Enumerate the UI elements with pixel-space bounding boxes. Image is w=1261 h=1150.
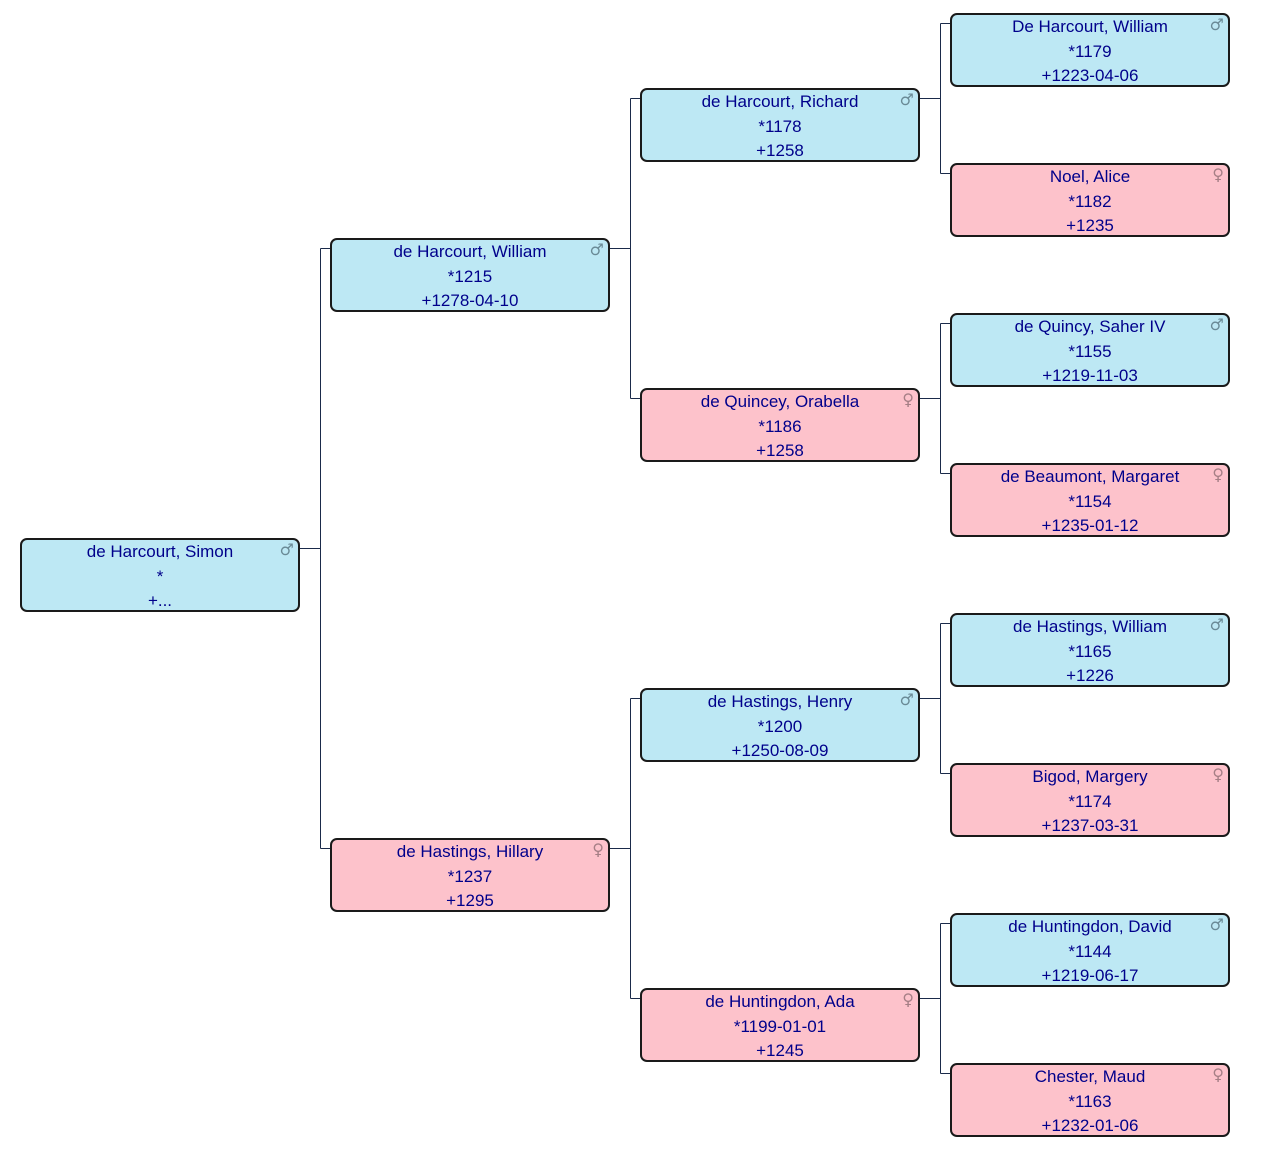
female-symbol-icon: ♀ [1212, 1065, 1224, 1084]
person-box-p5[interactable]: de Hastings, Henry *1200 +1250-08-09 ♂ [640, 688, 920, 762]
female-symbol-icon: ♀ [1212, 465, 1224, 484]
person-name: De Harcourt, William [1012, 17, 1168, 36]
person-death: +1232-01-06 [1041, 1116, 1139, 1135]
person-name: de Beaumont, Margaret [1000, 467, 1180, 486]
person-death: +1226 [1066, 666, 1114, 685]
person-name: Bigod, Margery [1032, 767, 1148, 786]
person-box-p12[interactable]: Bigod, Margery *1174 +1237-03-31 ♀ [950, 763, 1230, 837]
person-box-p10[interactable]: de Beaumont, Margaret *1154 +1235-01-12 ♀ [950, 463, 1230, 537]
person-name: de Hastings, Henry [707, 692, 853, 711]
person-box-p13[interactable]: de Huntingdon, David *1144 +1219-06-17 ♂ [950, 913, 1230, 987]
person-name: de Harcourt, Simon [86, 542, 234, 561]
male-symbol-icon: ♂ [899, 690, 914, 709]
person-birth: *1155 [1068, 341, 1112, 361]
person-box-p3[interactable]: de Harcourt, Richard *1178 +1258 ♂ [640, 88, 920, 162]
person-birth: *1215 [447, 266, 493, 286]
male-symbol-icon: ♂ [589, 240, 604, 259]
male-symbol-icon: ♂ [899, 90, 914, 109]
person-death: +1250-08-09 [731, 741, 829, 760]
person-death: +1237-03-31 [1041, 816, 1139, 835]
person-box-p7[interactable]: De Harcourt, William *1179 +1223-04-06 ♂ [950, 13, 1230, 87]
person-birth: *1179 [1068, 41, 1112, 61]
person-box-p14[interactable]: Chester, Maud *1163 +1232-01-06 ♀ [950, 1063, 1230, 1137]
person-birth: *1178 [758, 116, 802, 136]
person-box-p8[interactable]: Noel, Alice *1182 +1235 ♀ [950, 163, 1230, 237]
female-symbol-icon: ♀ [1212, 165, 1224, 184]
parent-connector-p3 [920, 23, 950, 174]
female-symbol-icon: ♀ [1212, 765, 1224, 784]
male-symbol-icon: ♂ [1209, 915, 1224, 934]
person-death: +1235-01-12 [1041, 516, 1139, 535]
person-name: Chester, Maud [1034, 1067, 1146, 1086]
person-box-p9[interactable]: de Quincy, Saher IV *1155 +1219-11-03 ♂ [950, 313, 1230, 387]
person-death: +1219-06-17 [1041, 966, 1139, 985]
person-name: de Huntingdon, Ada [705, 992, 855, 1011]
person-name: de Huntingdon, David [1008, 917, 1172, 936]
male-symbol-icon: ♂ [279, 540, 294, 559]
person-box-p6[interactable]: de Huntingdon, Ada *1199-01-01 +1245 ♀ [640, 988, 920, 1062]
person-name: de Harcourt, William [393, 242, 547, 261]
person-death: +1223-04-06 [1041, 66, 1139, 85]
person-birth: *1154 [1068, 491, 1112, 511]
person-name: de Harcourt, Richard [701, 92, 859, 111]
person-birth: * [156, 566, 164, 586]
person-name: de Hastings, William [1013, 617, 1167, 636]
person-death: +1258 [756, 141, 804, 160]
person-death: +1219-11-03 [1042, 366, 1138, 385]
person-name: de Hastings, Hillary [396, 842, 544, 861]
parent-connector-p1 [610, 98, 640, 399]
person-birth: *1163 [1068, 1091, 1112, 1111]
person-birth: *1174 [1068, 791, 1112, 811]
male-symbol-icon: ♂ [1209, 15, 1224, 34]
person-box-p0[interactable]: de Harcourt, Simon * +... ♂ [20, 538, 300, 612]
male-symbol-icon: ♂ [1209, 315, 1224, 334]
parent-connector-p4 [920, 323, 950, 474]
person-name: de Quincey, Orabella [700, 392, 860, 411]
parent-connector-p0 [300, 248, 330, 849]
parent-connector-p5 [920, 623, 950, 774]
person-death: +1245 [756, 1041, 804, 1060]
person-death: +1258 [756, 441, 804, 460]
person-name: de Quincy, Saher IV [1014, 317, 1166, 336]
person-birth: *1144 [1068, 941, 1112, 961]
person-birth: *1237 [447, 866, 493, 886]
parent-connector-p2 [610, 698, 640, 999]
person-name: Noel, Alice [1049, 167, 1131, 186]
person-birth: *1199-01-01 [733, 1016, 827, 1036]
person-box-p1[interactable]: de Harcourt, William *1215 +1278-04-10 ♂ [330, 238, 610, 312]
person-death: +1278-04-10 [421, 291, 519, 310]
person-birth: *1165 [1068, 641, 1112, 661]
female-symbol-icon: ♀ [902, 990, 914, 1009]
parent-connector-p6 [920, 923, 950, 1074]
person-box-p4[interactable]: de Quincey, Orabella *1186 +1258 ♀ [640, 388, 920, 462]
person-death: +1295 [446, 891, 494, 910]
person-box-p11[interactable]: de Hastings, William *1165 +1226 ♂ [950, 613, 1230, 687]
person-birth: *1200 [757, 716, 803, 736]
person-birth: *1186 [758, 416, 802, 436]
person-birth: *1182 [1068, 191, 1112, 211]
person-death: +... [147, 591, 173, 610]
male-symbol-icon: ♂ [1209, 615, 1224, 634]
female-symbol-icon: ♀ [592, 840, 604, 859]
person-box-p2[interactable]: de Hastings, Hillary *1237 +1295 ♀ [330, 838, 610, 912]
female-symbol-icon: ♀ [902, 390, 914, 409]
person-death: +1235 [1066, 216, 1114, 235]
